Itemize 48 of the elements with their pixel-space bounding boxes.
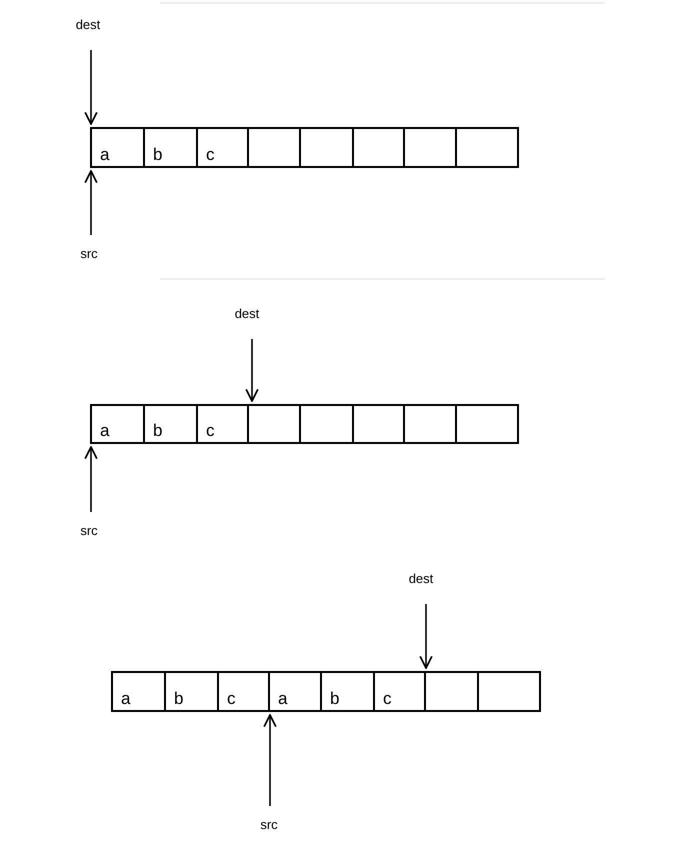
cell-value: a [278, 690, 288, 707]
cell-value: b [153, 422, 162, 439]
cell-value: a [121, 690, 130, 707]
array-cell [164, 671, 219, 712]
array-cell [403, 404, 457, 444]
cell-value: a [100, 422, 110, 439]
array-cell [455, 127, 519, 168]
arrow [84, 50, 98, 125]
array-cell [196, 127, 249, 168]
pointer-label: src [259, 818, 279, 832]
array-cell [90, 127, 145, 168]
array-cell [455, 404, 519, 444]
cell-value: b [153, 146, 162, 163]
cell-value: b [174, 690, 184, 707]
cell-value: c [206, 146, 214, 163]
array-cell [299, 127, 354, 168]
array-cell [196, 404, 249, 444]
array-cell [143, 127, 198, 168]
arrow [419, 604, 433, 669]
pointer-label: dest [407, 572, 435, 586]
pointer-label: dest [74, 18, 102, 32]
array-cell [217, 671, 270, 712]
arrow [84, 446, 98, 512]
cell-value: c [206, 422, 214, 439]
array-cell [90, 404, 145, 444]
array-cell [477, 671, 541, 712]
array-cell [424, 671, 479, 712]
array-cell [247, 404, 301, 444]
array-cell [268, 671, 322, 712]
array-cell [352, 404, 405, 444]
array-cell [143, 404, 198, 444]
array-cell [299, 404, 354, 444]
arrow [245, 339, 259, 402]
cell-value: c [227, 690, 236, 707]
cell-value: b [330, 690, 340, 707]
pointer-label: src [79, 524, 99, 538]
array-cell [320, 671, 375, 712]
array-cell [373, 671, 426, 712]
pointer-label: src [79, 247, 99, 261]
array-cell [247, 127, 301, 168]
cell-value: a [100, 146, 110, 163]
array-cell [111, 671, 166, 712]
cell-value: c [383, 690, 392, 707]
arrow [263, 714, 277, 806]
pointer-label: dest [233, 307, 261, 321]
array-cell [403, 127, 457, 168]
arrow [84, 170, 98, 235]
array-cell [352, 127, 405, 168]
